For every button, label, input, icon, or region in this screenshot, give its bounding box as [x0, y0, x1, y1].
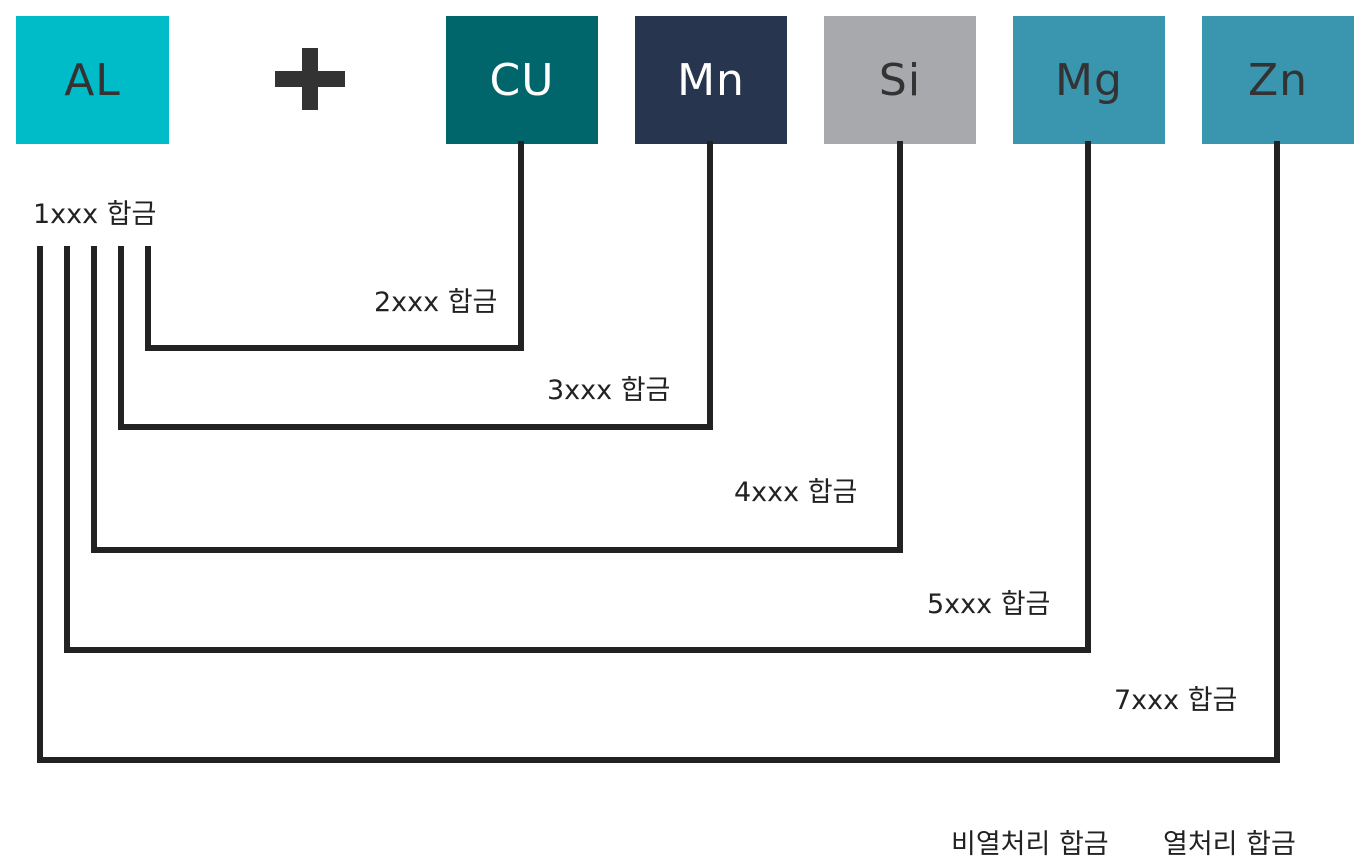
zn-label: Zn: [1247, 54, 1309, 106]
series-3xxx-label: 3xxx 합금: [547, 375, 671, 406]
plus-icon: [275, 48, 345, 110]
series-4xxx-label: 4xxx 합금: [734, 477, 858, 508]
mn-element-box: Mn: [635, 16, 787, 144]
series-1xxx-label: 1xxx 합금: [33, 199, 157, 230]
cu-label: CU: [489, 54, 555, 106]
mg-label: Mg: [1055, 54, 1123, 106]
connector-2xxx: [145, 141, 524, 351]
connector-3xxx: [118, 141, 713, 430]
al-label: AL: [64, 54, 121, 106]
series-5xxx-label: 5xxx 합금: [927, 589, 1051, 620]
connector-7xxx: [37, 141, 1280, 763]
mn-label: Mn: [677, 54, 745, 106]
connector-4xxx: [91, 141, 903, 553]
non-heat-treatable-label: 비열처리 합금: [951, 829, 1109, 860]
zn-element-box: Zn: [1202, 16, 1354, 144]
al-base-box: AL: [16, 16, 169, 144]
series-7xxx-label: 7xxx 합금: [1114, 685, 1238, 716]
si-element-box: Si: [824, 16, 976, 144]
heat-treatable-label: 열처리 합금: [1163, 829, 1296, 860]
series-2xxx-label: 2xxx 합금: [374, 287, 498, 318]
si-label: Si: [878, 54, 922, 106]
connector-5xxx: [64, 141, 1091, 653]
mg-element-box: Mg: [1013, 16, 1165, 144]
cu-element-box: CU: [446, 16, 598, 144]
